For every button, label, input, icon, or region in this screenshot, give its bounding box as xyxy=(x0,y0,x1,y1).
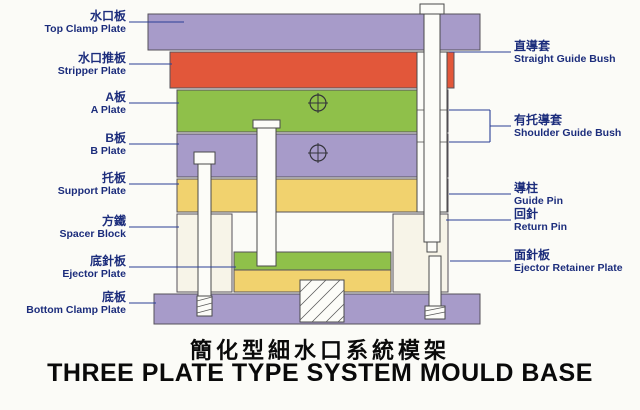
label-en: A Plate xyxy=(90,104,126,117)
label-zh: 底針板 xyxy=(89,254,126,268)
label-en: Ejector Plate xyxy=(62,268,126,281)
label-en: Support Plate xyxy=(57,185,126,198)
leader-lines-left xyxy=(129,21,236,304)
label-en: Return Pin xyxy=(514,221,568,234)
label-zh: 回針 xyxy=(514,207,539,221)
screw-hole-symbol-bottom xyxy=(308,143,328,163)
screw-hole-symbol-top xyxy=(308,93,328,113)
label-ejector-plate: 底針板 Ejector Plate xyxy=(8,254,126,281)
label-return-pin: 回針 Return Pin xyxy=(514,207,640,234)
label-zh: 水口推板 xyxy=(77,51,126,65)
label-en: Guide Pin xyxy=(514,195,564,208)
label-zh: 水口板 xyxy=(89,9,126,23)
label-ejector-retainer-plate: 面針板 Ejector Retainer Plate xyxy=(514,248,640,275)
stop-block xyxy=(299,279,345,323)
label-zh: 直導套 xyxy=(514,39,551,53)
label-support-plate: 托板 Support Plate xyxy=(8,171,126,198)
return-pin xyxy=(424,255,446,320)
label-zh: A板 xyxy=(105,90,126,104)
leader-lines-right xyxy=(446,51,511,262)
support-pillar xyxy=(252,119,281,267)
label-b-plate: B板 B Plate xyxy=(8,131,126,158)
label-straight-guide-bush: 直導套 Straight Guide Bush xyxy=(514,39,640,66)
label-zh: 方鐵 xyxy=(101,214,126,228)
mould-section-drawing xyxy=(129,3,511,325)
label-zh: B板 xyxy=(105,131,126,145)
label-zh: 托板 xyxy=(101,171,126,185)
label-a-plate: A板 A Plate xyxy=(8,90,126,117)
label-en: Ejector Retainer Plate xyxy=(514,262,623,275)
label-zh: 有托導套 xyxy=(514,113,563,127)
diagram-title-english: THREE PLATE TYPE SYSTEM MOULD BASE xyxy=(47,359,593,387)
diagram-title-chinese: 簡化型細水口系統模架 xyxy=(189,338,450,363)
label-stripper-plate: 水口推板 Stripper Plate xyxy=(8,51,126,78)
label-top-clamp-plate: 水口板 Top Clamp Plate xyxy=(8,9,126,36)
support-plate xyxy=(176,178,449,213)
label-spacer-block: 方鐵 Spacer Block xyxy=(8,214,126,241)
label-en: Straight Guide Bush xyxy=(514,53,616,66)
label-zh: 導柱 xyxy=(514,181,539,195)
label-en: Bottom Clamp Plate xyxy=(26,304,126,317)
label-en: Stripper Plate xyxy=(57,65,126,78)
label-en: Shoulder Guide Bush xyxy=(514,127,622,140)
label-guide-pin: 導柱 Guide Pin xyxy=(514,181,640,208)
a-plate xyxy=(176,89,449,133)
label-en: Spacer Block xyxy=(59,228,126,241)
label-en: B Plate xyxy=(90,145,126,158)
guide-pin xyxy=(419,3,445,253)
puller-bolt xyxy=(193,151,216,317)
label-bottom-clamp-plate: 底板 Bottom Clamp Plate xyxy=(8,290,126,317)
b-plate xyxy=(176,133,449,178)
label-shoulder-guide-bush: 有托導套 Shoulder Guide Bush xyxy=(514,113,640,140)
label-zh: 底板 xyxy=(101,290,126,304)
label-zh: 面針板 xyxy=(514,248,551,262)
label-en: Top Clamp Plate xyxy=(44,23,126,36)
stripper-plate xyxy=(169,51,455,89)
